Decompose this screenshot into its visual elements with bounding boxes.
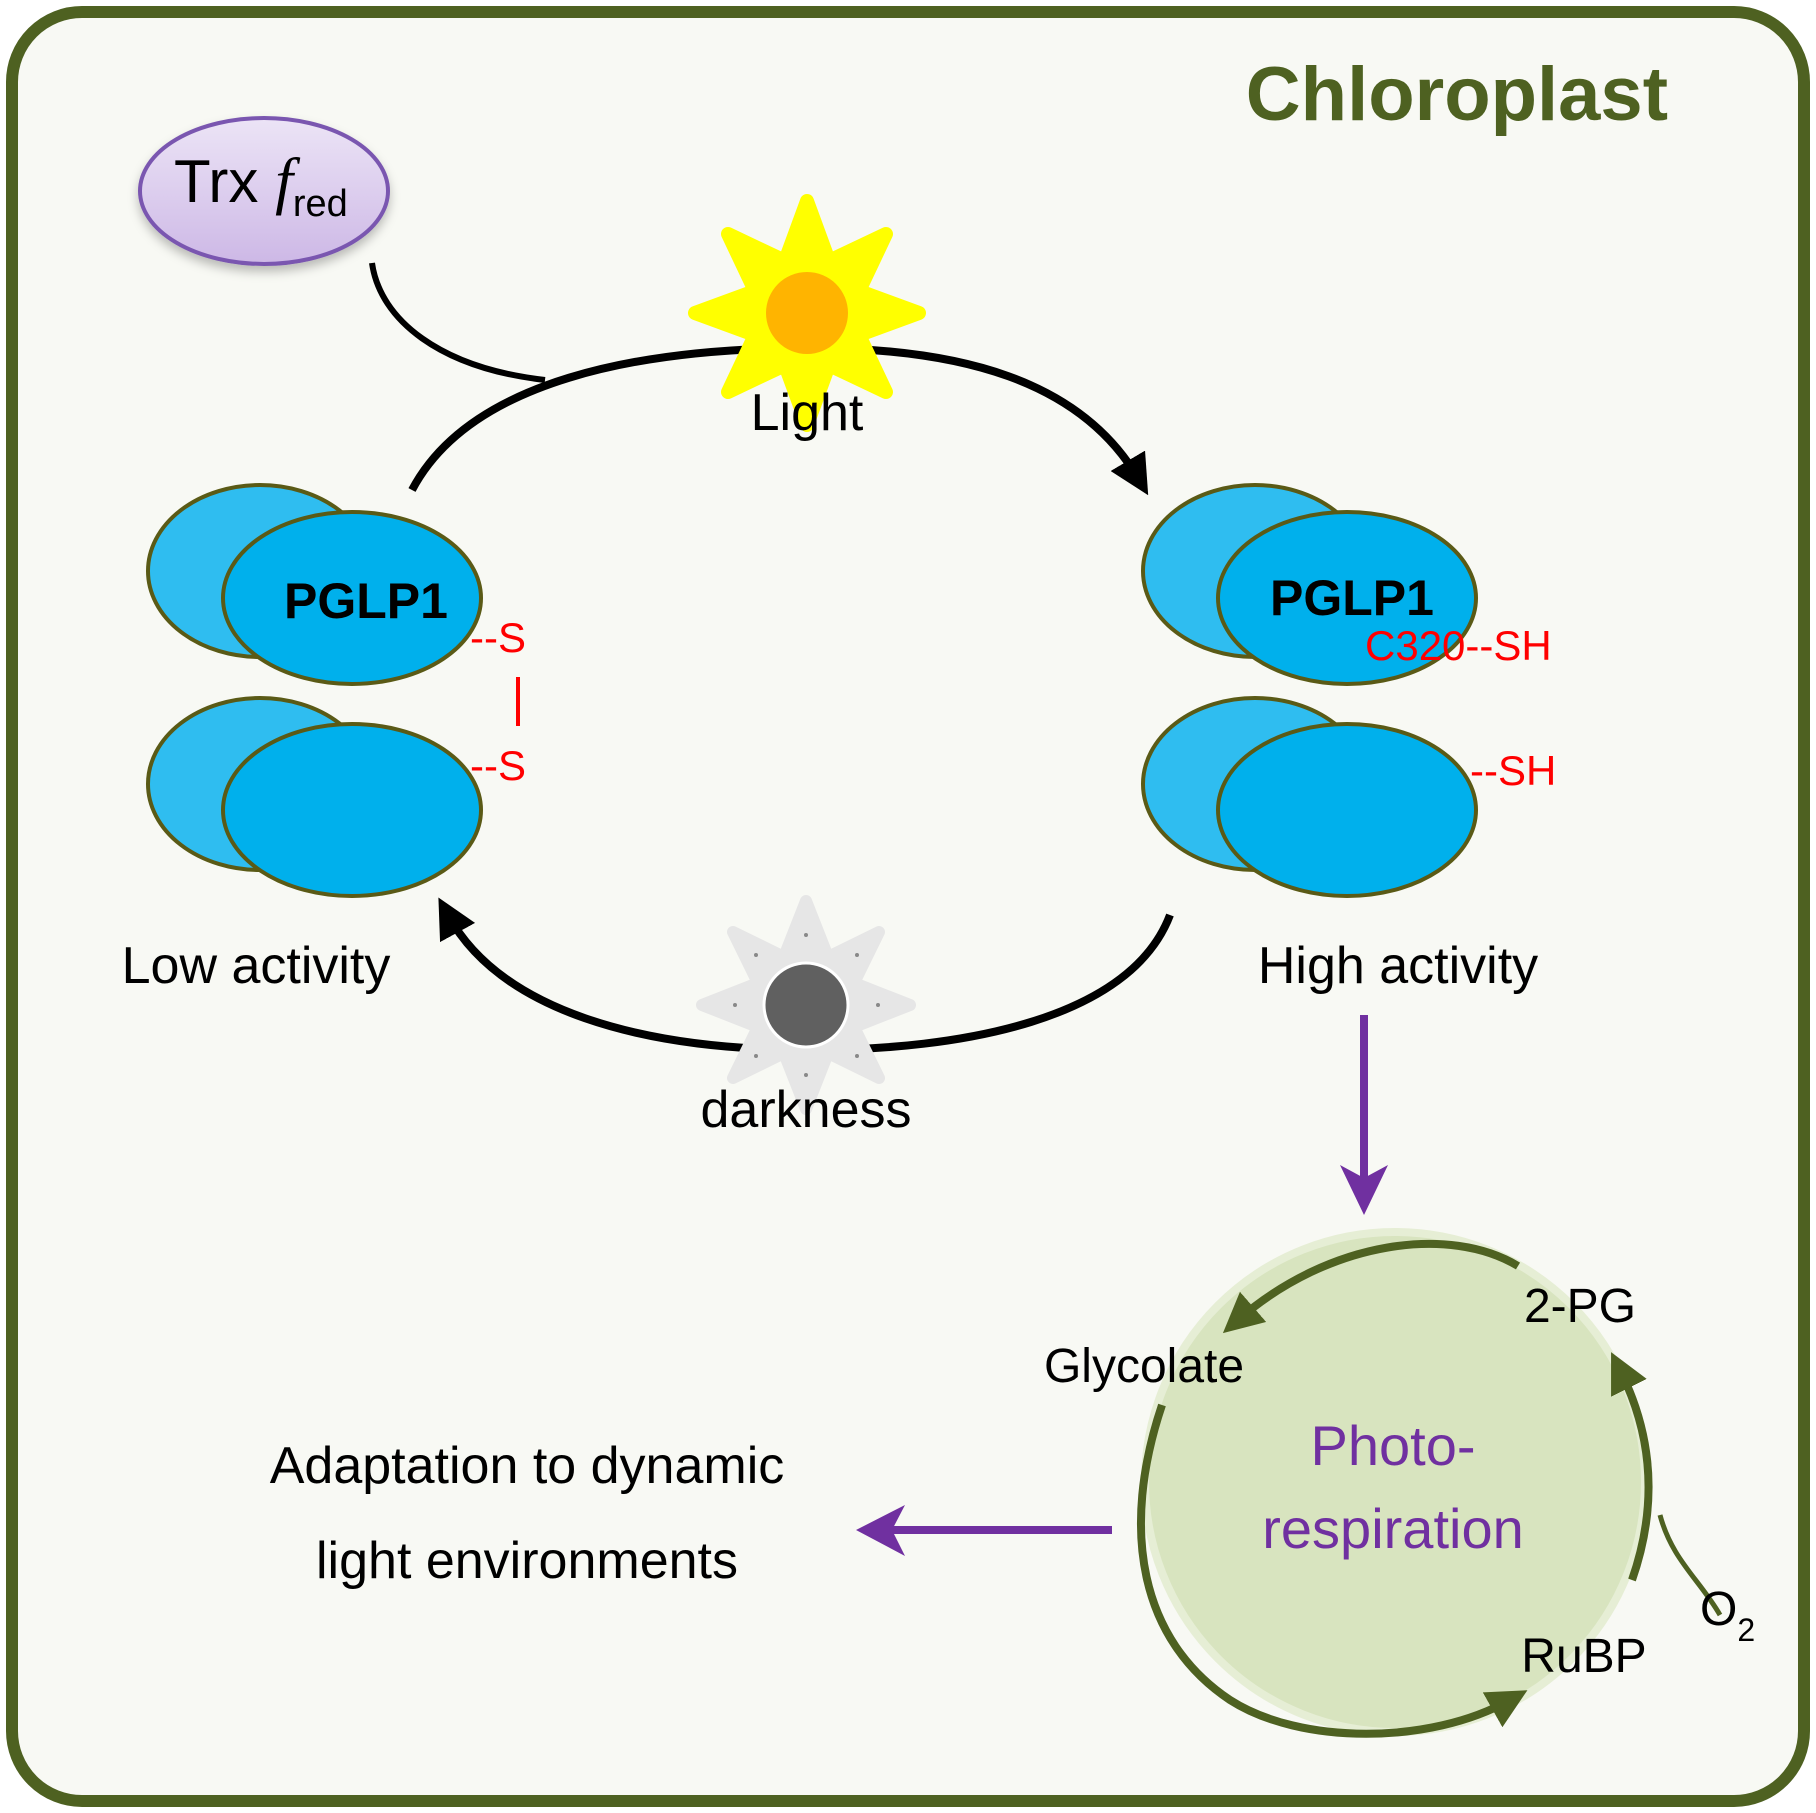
darkness-icon — [696, 895, 916, 1115]
light-label: Light — [751, 384, 864, 442]
trx-f-reduced: Trx fred — [138, 116, 390, 266]
photorespiration-cycle: Photo- respiration Glycolate 2-PG RuBP O… — [1044, 1228, 1755, 1738]
pglp1-label-left: PGLP1 — [284, 573, 448, 629]
trx-connector — [369, 262, 546, 383]
high-activity-label: High activity — [1258, 937, 1538, 995]
sun-icon — [688, 194, 926, 432]
darkness-label: darkness — [701, 1081, 912, 1139]
thiol-top: C320--SH — [1365, 622, 1552, 669]
o2-connector — [1657, 1514, 1723, 1617]
disulfide-bottom: --S — [470, 742, 526, 789]
2pg-label: 2-PG — [1524, 1280, 1636, 1333]
low-activity-label: Low activity — [122, 937, 391, 995]
disulfide-top: --S — [470, 614, 526, 661]
glycolate-label: Glycolate — [1044, 1340, 1244, 1393]
pglp1-label-right: PGLP1 — [1270, 570, 1434, 626]
photorespiration-title-2: respiration — [1262, 1497, 1523, 1560]
o2-label: O2 — [1700, 1583, 1755, 1648]
cycle-arrow-right — [1611, 1352, 1653, 1582]
chloroplast-title: Chloroplast — [1246, 52, 1668, 137]
thiol-bottom: --SH — [1470, 747, 1556, 794]
adaptation-line2: light environments — [316, 1532, 738, 1590]
photorespiration-title-1: Photo- — [1311, 1414, 1476, 1477]
pglp1-oxidized: PGLP1 --S --S — [146, 483, 526, 898]
cycle-arrow-top — [1222, 1240, 1521, 1334]
arrowhead-left — [856, 1505, 905, 1556]
arrowhead-down — [1340, 1165, 1388, 1215]
cycle-arrow-left — [1137, 1403, 1528, 1738]
adaptation-line1: Adaptation to dynamic — [270, 1437, 785, 1495]
rubp-label: RuBP — [1521, 1630, 1646, 1683]
pglp1-reduced: PGLP1 C320--SH --SH — [1141, 483, 1556, 898]
